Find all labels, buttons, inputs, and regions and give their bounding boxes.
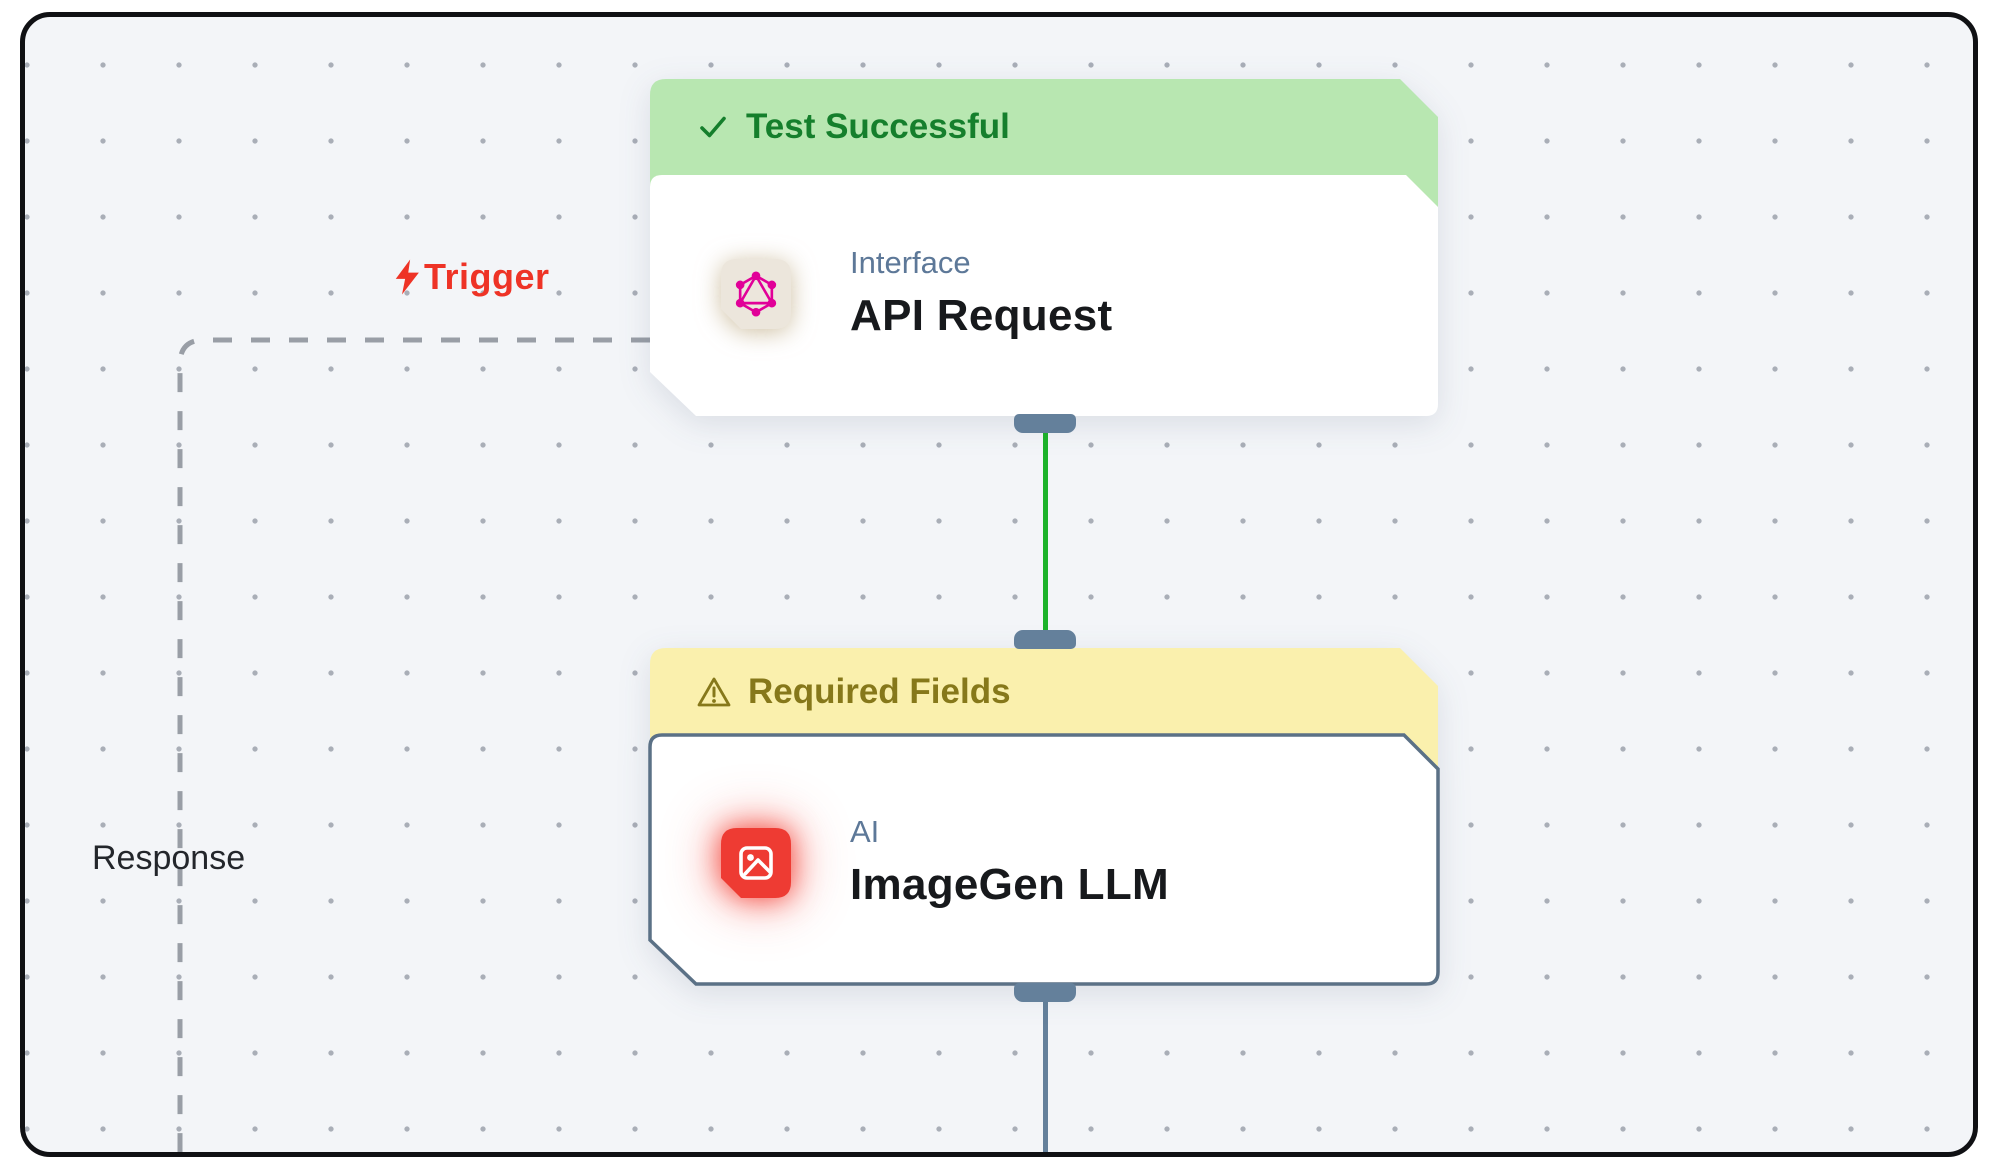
trigger-label: Trigger <box>392 256 550 298</box>
node-title: ImageGen LLM <box>850 860 1169 909</box>
node-api-request[interactable]: Test Successful Interface <box>650 79 1438 435</box>
node-texts: Interface API Request <box>850 245 1112 341</box>
trigger-label-text: Trigger <box>424 256 550 297</box>
node-category: AI <box>850 814 880 849</box>
edges-layer <box>177 337 650 1152</box>
node-icon-wrap <box>721 828 791 898</box>
node-texts: AI ImageGen LLM <box>850 814 1169 910</box>
warning-icon <box>697 677 731 706</box>
lightning-bolt-icon <box>395 259 419 295</box>
imagegen-input-port[interactable] <box>1014 630 1076 649</box>
api-request-output-port[interactable] <box>1014 414 1076 433</box>
check-icon <box>700 116 726 138</box>
graphql-icon <box>721 259 791 329</box>
node-title: API Request <box>850 291 1113 340</box>
edge-api-to-imagegen[interactable] <box>1043 423 1048 639</box>
response-edge[interactable] <box>177 337 650 1152</box>
status-banner-text: Required Fields <box>748 671 1011 711</box>
imagegen-output-port[interactable] <box>1014 983 1076 1002</box>
status-banner-warning: Required Fields <box>650 648 1438 735</box>
workflow-canvas[interactable]: Trigger Response Test Successful <box>20 12 1978 1157</box>
node-api-shapes <box>650 79 1438 416</box>
node-card-shape[interactable] <box>648 733 1440 986</box>
status-banner-success: Test Successful <box>650 79 1438 175</box>
node-imagegen-llm[interactable]: Required Fields AI ImageGen LLM <box>648 630 1440 1004</box>
node-card-shape[interactable] <box>650 175 1438 416</box>
image-icon <box>721 828 791 898</box>
status-banner-text: Test Successful <box>746 107 1010 146</box>
node-icon-wrap <box>721 259 791 329</box>
response-label: Response <box>92 839 246 877</box>
node-imagegen-shapes <box>648 648 1440 986</box>
node-category: Interface <box>850 245 971 280</box>
edge-imagegen-output[interactable] <box>1043 992 1048 1152</box>
